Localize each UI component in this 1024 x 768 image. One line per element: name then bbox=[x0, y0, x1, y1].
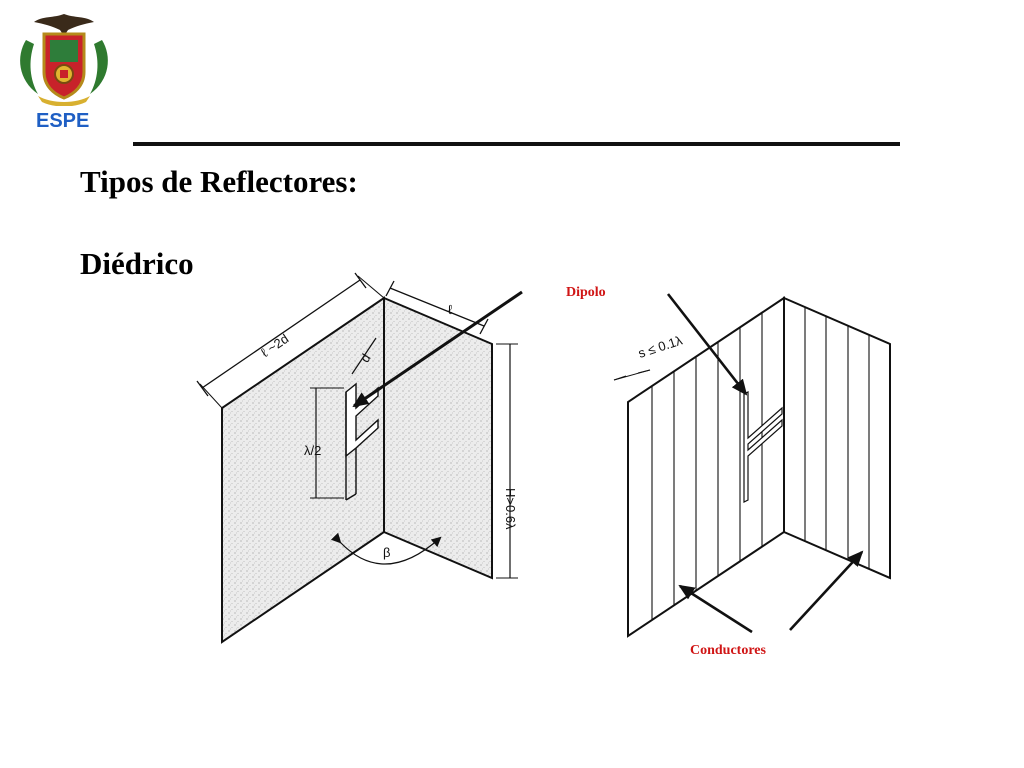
dipole-pointer-arrow bbox=[352, 290, 523, 408]
conductor-spacing-label: s ≤ 0.1λ bbox=[636, 332, 684, 360]
logo-text: ESPE bbox=[36, 110, 90, 132]
conductors-callout-label: Conductores bbox=[690, 643, 767, 658]
half-wavelength-label: λ/2 bbox=[304, 443, 321, 458]
right-conductor-panel bbox=[783, 296, 891, 580]
dihedral-reflector-left: ℓ ~2d ℓ d λ/2 H>0.6λ β bbox=[196, 272, 523, 644]
espe-emblem-icon bbox=[20, 14, 108, 106]
width-label: ℓ ~2d bbox=[258, 331, 291, 360]
section-subtitle: Diédrico bbox=[80, 246, 194, 281]
dihedral-reflector-right: s ≤ 0.1λ Dipolo Conductores bbox=[566, 285, 891, 658]
angle-label: β bbox=[383, 545, 390, 560]
length-label: ℓ bbox=[448, 302, 453, 317]
right-dipole-element bbox=[743, 391, 783, 503]
right-reflector-panel bbox=[383, 296, 493, 580]
conductors-arrow-right bbox=[789, 550, 864, 631]
dipole-callout-label: Dipolo bbox=[566, 285, 606, 300]
conductors-arrow-left bbox=[678, 584, 753, 634]
dipole-callout-arrow bbox=[666, 293, 748, 396]
height-label: H>0.6λ bbox=[503, 488, 518, 530]
title-divider bbox=[133, 142, 900, 146]
left-reflector-panel bbox=[221, 296, 385, 644]
page-title: Tipos de Reflectores: bbox=[80, 164, 358, 199]
